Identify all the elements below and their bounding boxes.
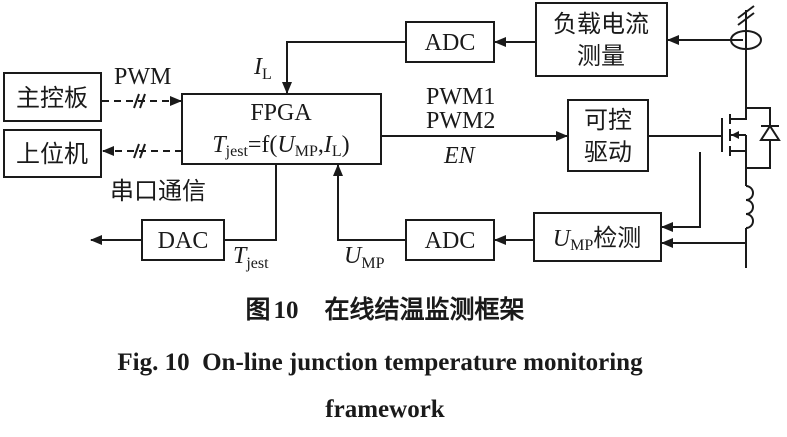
pwm2-label: PWM2 (426, 108, 495, 134)
en-label: EN (443, 143, 477, 169)
il-connection (282, 41, 406, 94)
driver-block: 可控 驱动 (567, 99, 649, 172)
tjest-label: Tjest (233, 243, 269, 272)
host-pc-block: 上位机 (3, 129, 102, 178)
supply-break-mark-1 (737, 5, 755, 19)
dac-label: DAC (158, 228, 209, 254)
fpga-title: FPGA (250, 100, 312, 126)
ump-connection (333, 164, 406, 241)
serial-comm-label: 串口通信 (110, 177, 206, 205)
dac-block: DAC (141, 219, 225, 261)
host-pc-label: 上位机 (16, 140, 88, 168)
main-board-block: 主控板 (3, 72, 102, 122)
caption-en-line1: Fig. 10 On-line junction temperature mon… (117, 349, 643, 376)
adc-top-block: ADC (405, 21, 495, 63)
fpga-block: FPGA Tjest=f(UMP,IL) (181, 93, 382, 165)
serial-tick-2 (139, 143, 146, 159)
load-current-line1: 负载电流 (553, 10, 649, 38)
main-board-label: 主控板 (16, 84, 88, 112)
ump-label: UMP (344, 243, 385, 272)
load-current-block: 负载电流 测量 (535, 2, 668, 77)
current-sensor-icon (730, 30, 762, 50)
ump-detect-block: UMP检测 (533, 212, 662, 262)
diode-icon (746, 107, 781, 169)
tjest-connection (225, 164, 277, 241)
load-current-line2: 测量 (577, 42, 625, 70)
power-circuit (721, 5, 781, 268)
adc-bottom-block: ADC (405, 219, 495, 261)
fpga-formula: Tjest=f(UMP,IL) (212, 132, 349, 160)
tap-upper-connection (661, 152, 701, 232)
ump-detect-label: UMP检测 (553, 224, 641, 254)
mosfet-icon (721, 108, 747, 168)
inductor-icon (745, 185, 754, 229)
adc-bottom-label: ADC (425, 228, 476, 254)
driver-line2: 驱动 (584, 138, 632, 166)
driver-line1: 可控 (584, 106, 632, 134)
pwm-tick-1 (133, 93, 140, 109)
caption-en-line2: framework (325, 396, 444, 423)
pwm-label: PWM (114, 64, 171, 90)
il-label: IL (253, 54, 272, 83)
pwm1-label: PWM1 (426, 84, 495, 110)
adc-top-label: ADC (425, 30, 476, 56)
pwm-tick-2 (139, 93, 146, 109)
serial-tick-1 (133, 143, 140, 159)
supply-break-mark-2 (737, 12, 755, 26)
